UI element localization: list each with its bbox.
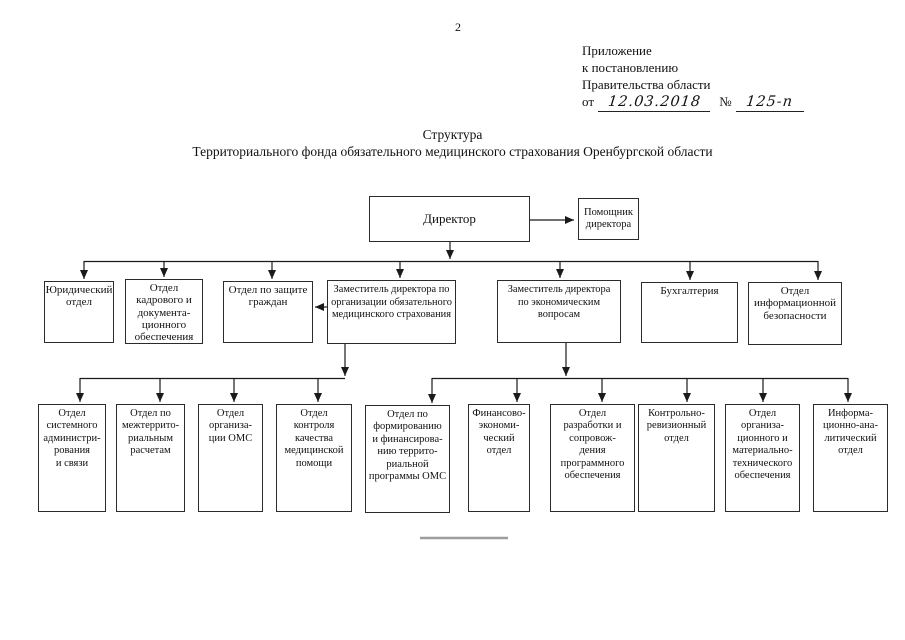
org-node-label: Отдел контроля качества медицинской помо…	[284, 408, 344, 469]
annotation-line-2: к постановлению	[582, 60, 679, 75]
org-node-control-audit-dept: Контрольно- ревизионный отдел	[638, 404, 715, 512]
org-node-legal-dept: Юридический отдел	[44, 281, 114, 343]
org-node-label: Отдел по межтеррито- риальным расчетам	[121, 408, 180, 457]
chart-title: Структура Территориального фонда обязате…	[0, 126, 905, 160]
org-node-oms-organization-dept: Отдел организа- ции ОМС	[198, 404, 263, 512]
org-node-label: Отдел информационной безопасности	[754, 285, 836, 322]
org-node-software-dev-support-dept: Отдел разработки и сопровож- дения прогр…	[550, 404, 635, 512]
org-node-org-material-support-dept: Отдел организа- ционного и материально- …	[725, 404, 800, 512]
org-node-label: Отдел системного администри- рования и с…	[43, 408, 101, 469]
org-connectors	[76, 216, 852, 403]
annotation-block: Приложение к постановлению Правительства…	[582, 42, 810, 112]
org-node-accounting-dept: Бухгалтерия	[641, 282, 738, 343]
org-node-label: Информа- ционно-ана- литический отдел	[823, 408, 878, 457]
org-node-hr-records-dept: Отдел кадрового и документа- ционного об…	[125, 279, 203, 344]
number-label: №	[719, 94, 732, 109]
org-node-label: Отдел организа- ционного и материально- …	[732, 408, 793, 482]
org-node-interterritorial-settlements-dept: Отдел по межтеррито- риальным расчетам	[116, 404, 185, 512]
org-node-director: Директор	[369, 196, 530, 242]
org-node-label: Отдел организа- ции ОМС	[208, 408, 253, 444]
org-node-label: Финансово- экономи- ческий отдел	[472, 408, 526, 457]
org-node-citizens-protection-dept: Отдел по защите граждан	[223, 281, 313, 343]
org-node-label: Отдел разработки и сопровож- дения прогр…	[560, 408, 625, 482]
annotation-line-3: Правительства области	[582, 77, 711, 92]
annotation-line-1: Приложение	[582, 43, 652, 58]
org-node-label: Заместитель директора по организации обя…	[331, 284, 452, 321]
chart-title-line-2: Территориального фонда обязательного мед…	[192, 144, 713, 159]
page-number: 2	[455, 20, 461, 34]
org-node-label: Контрольно- ревизионный отдел	[646, 408, 707, 444]
org-node-deputy-oms-organization: Заместитель директора по организации обя…	[327, 280, 456, 344]
org-node-info-analytics-dept: Информа- ционно-ана- литический отдел	[813, 404, 888, 512]
date-label: от	[582, 94, 595, 109]
org-node-info-security-dept: Отдел информационной безопасности	[748, 282, 842, 345]
org-node-label: Помощник директора	[584, 207, 633, 230]
org-node-oms-program-financing-dept: Отдел по формированию и финансирова- нию…	[365, 405, 450, 513]
org-node-deputy-economics: Заместитель директора по экономическим в…	[497, 280, 621, 343]
org-node-director-assistant: Помощник директора	[578, 198, 639, 240]
org-node-label: Бухгалтерия	[660, 285, 719, 297]
org-node-sysadmin-comms-dept: Отдел системного администри- рования и с…	[38, 404, 106, 512]
org-node-label: Отдел кадрового и документа- ционного об…	[134, 282, 194, 344]
org-node-label: Отдел по защите граждан	[228, 284, 308, 309]
org-node-label: Отдел по формированию и финансирова- нию…	[368, 409, 447, 483]
org-node-medical-care-quality-dept: Отдел контроля качества медицинской помо…	[276, 404, 352, 512]
org-node-label: Директор	[423, 210, 476, 226]
org-node-label: Юридический отдел	[45, 284, 113, 309]
org-node-label: Заместитель директора по экономическим в…	[507, 284, 611, 321]
org-node-finance-economic-dept: Финансово- экономи- ческий отдел	[468, 404, 530, 512]
chart-title-line-1: Структура	[422, 127, 483, 142]
